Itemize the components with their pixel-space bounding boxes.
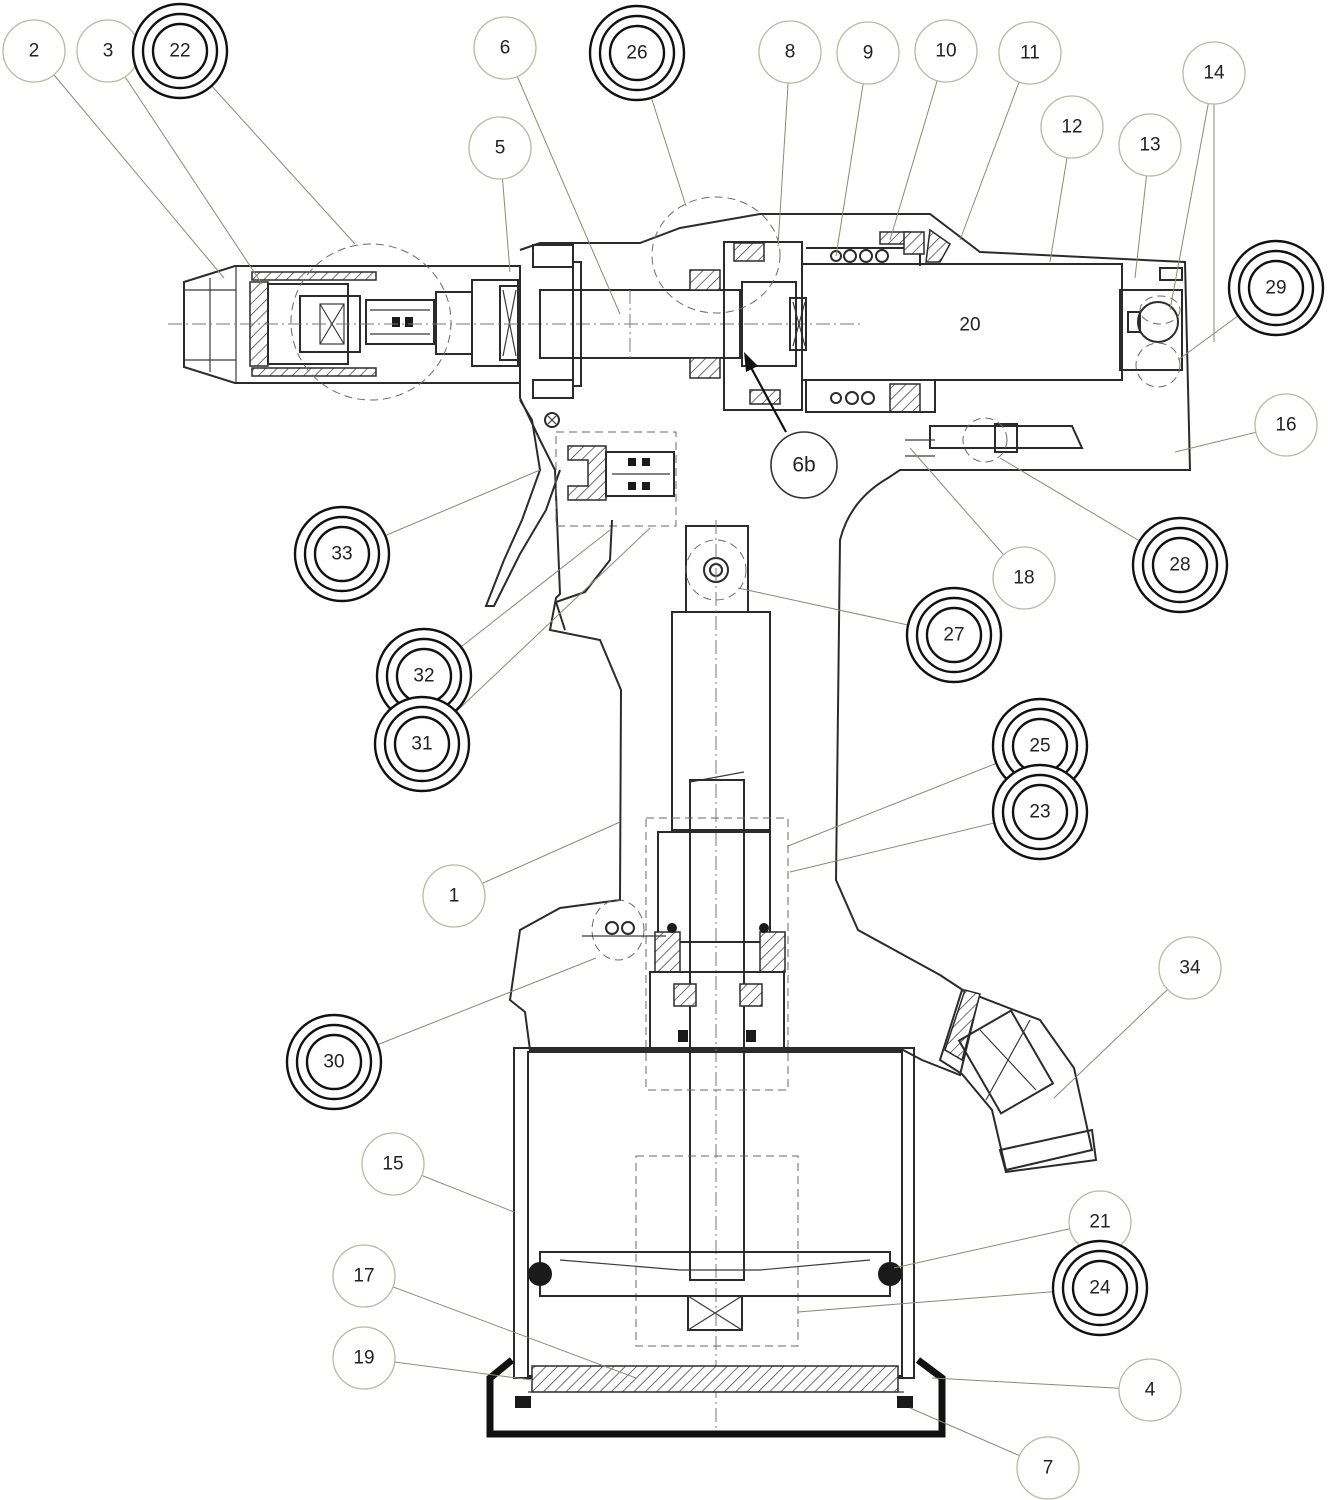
- callout-label: 23: [1029, 802, 1050, 823]
- callout-label: 16: [1275, 415, 1296, 436]
- callout-label: 31: [411, 734, 432, 755]
- callout-7: 7: [1016, 1436, 1080, 1500]
- callout-label: 6b: [792, 454, 815, 477]
- callout-6b: 6b: [770, 431, 838, 499]
- callout-8: 8: [758, 20, 822, 84]
- air-inlet-swivel: [938, 988, 1094, 1172]
- callout-label: 6: [500, 38, 511, 59]
- callout-1: 1: [422, 864, 486, 928]
- callout-label: 25: [1029, 736, 1050, 757]
- cylinder: [513, 1047, 915, 1379]
- callout-label: 4: [1145, 1380, 1156, 1401]
- callout-label: 30: [323, 1052, 344, 1073]
- callout-label: 33: [331, 544, 352, 565]
- callout-label: 1: [449, 886, 460, 907]
- callout-31: 31: [373, 695, 471, 793]
- callout-9: 9: [836, 21, 900, 85]
- callout-label: 20: [959, 315, 980, 336]
- callout-label: 19: [353, 1348, 374, 1369]
- callout-15: 15: [361, 1132, 425, 1196]
- callout-label: 8: [785, 42, 796, 63]
- callout-label: 3: [103, 41, 114, 62]
- callout-label: 24: [1089, 1278, 1111, 1299]
- callout-label: 18: [1013, 568, 1034, 589]
- callout-13: 13: [1118, 113, 1182, 177]
- callout-21: 21: [1068, 1190, 1132, 1254]
- head-housing: [508, 213, 1192, 1077]
- callout-label: 28: [1169, 555, 1190, 576]
- callout-label: 26: [626, 43, 647, 64]
- callout-6: 6: [473, 16, 537, 80]
- callout-label: 13: [1139, 135, 1160, 156]
- callout-label: 21: [1089, 1212, 1110, 1233]
- callout-19: 19: [332, 1326, 396, 1390]
- callout-label: 34: [1179, 958, 1201, 979]
- callout-label: 27: [943, 625, 964, 646]
- callout-label: 15: [382, 1154, 403, 1175]
- callout-33: 33: [293, 505, 391, 603]
- callout-label: 32: [413, 666, 434, 687]
- callout-17: 17: [332, 1244, 396, 1308]
- callout-label: 10: [935, 41, 956, 62]
- callout-26: 26: [588, 4, 686, 102]
- callout-label: 12: [1061, 117, 1082, 138]
- callout-label: 2: [29, 41, 40, 62]
- callout-30: 30: [285, 1013, 383, 1111]
- callout-20: 20: [959, 315, 980, 336]
- callout-16: 16: [1254, 393, 1318, 457]
- callout-label: 29: [1265, 278, 1286, 299]
- callout-29: 29: [1227, 239, 1325, 337]
- callout-label: 5: [495, 138, 506, 159]
- callout-22: 22: [131, 2, 229, 100]
- callout-11: 11: [998, 21, 1062, 85]
- callout-label: 11: [1020, 43, 1040, 64]
- callout-10: 10: [914, 19, 978, 83]
- trigger: [484, 399, 561, 607]
- callout-18: 18: [992, 546, 1056, 610]
- callout-12: 12: [1040, 95, 1104, 159]
- callout-24: 24: [1051, 1239, 1149, 1337]
- callout-5: 5: [468, 116, 532, 180]
- callout-34: 34: [1158, 936, 1222, 1000]
- callout-label: 7: [1043, 1458, 1054, 1479]
- callout-4: 4: [1118, 1358, 1182, 1422]
- callout-label: 9: [863, 43, 874, 64]
- callout-14: 14: [1182, 41, 1246, 105]
- callout-27: 27: [905, 586, 1003, 684]
- tool-body-outline: [168, 196, 1192, 1438]
- callout-label: 22: [169, 41, 190, 62]
- callout-label: 14: [1203, 63, 1225, 84]
- callout-label: 17: [353, 1266, 374, 1287]
- callout-3: 3: [76, 19, 140, 83]
- callout-28: 28: [1131, 516, 1229, 614]
- callout-23: 23: [991, 763, 1089, 861]
- callout-2: 2: [2, 19, 66, 83]
